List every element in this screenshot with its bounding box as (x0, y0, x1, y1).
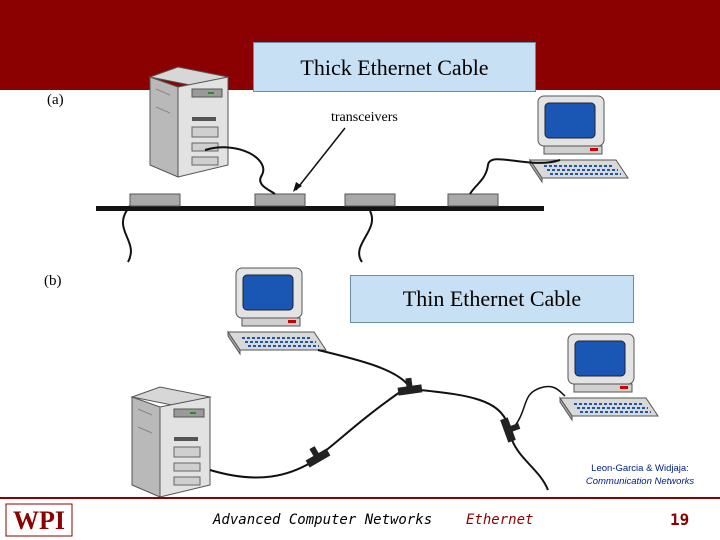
transceiver-pointer (295, 127, 346, 191)
drop-cable-left (122, 205, 132, 263)
server-tower-b (131, 386, 211, 498)
credit-authors: Leon-Garcia & Widjaja: (591, 463, 689, 474)
wpi-logo: WPI (5, 503, 73, 537)
transceiver-3 (344, 193, 396, 207)
workstation-b-right (559, 333, 659, 421)
transceiver-2 (254, 193, 306, 207)
workstation-a (529, 95, 629, 183)
drop-cable-mid (358, 210, 373, 263)
credit-book-title: Communication Networks (585, 476, 695, 487)
transceiver-4 (447, 193, 499, 207)
thin-cable-server (319, 391, 401, 456)
source-credit: Leon-Garcia & Widjaja: Communication Net… (560, 462, 720, 488)
thick-cable-label: Thick Ethernet Cable (253, 42, 536, 92)
footer-divider (0, 497, 720, 499)
bnc-connector-1 (396, 376, 423, 396)
thin-cable-tail (511, 439, 549, 491)
footer-course: Advanced Computer Networks (213, 512, 433, 528)
transceiver-pointer-head (293, 182, 302, 192)
thin-cable-segment (419, 389, 509, 426)
thick-ethernet-bus (96, 206, 544, 211)
thin-cable-tower (209, 461, 313, 479)
drop-cable-server (204, 146, 276, 195)
part-b-label: (b) (44, 273, 62, 289)
thin-cable-right (509, 385, 566, 433)
part-a-label: (a) (47, 92, 64, 108)
transceiver-1 (129, 193, 181, 207)
drop-cable-workstation (469, 158, 561, 195)
thin-cable-label: Thin Ethernet Cable (350, 275, 634, 323)
bnc-connector-3 (301, 441, 331, 468)
footer-topic: Ethernet (466, 512, 534, 528)
transceivers-label: transceivers (331, 110, 398, 125)
thin-cable-workstation (317, 349, 411, 389)
wpi-logo-text: WPI (13, 506, 65, 535)
page-number: 19 (670, 510, 690, 529)
workstation-b-left (227, 267, 327, 355)
server-tower-a (149, 66, 229, 178)
